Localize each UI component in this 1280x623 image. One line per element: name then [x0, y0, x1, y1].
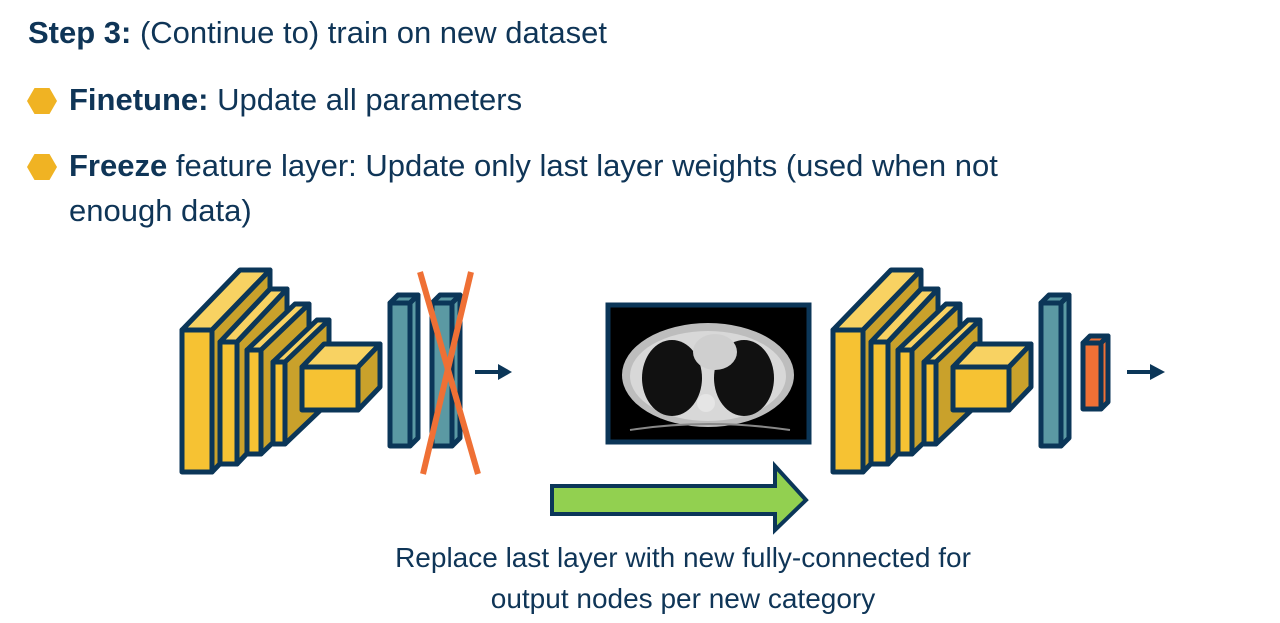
- pooled-features-front: [950, 364, 1012, 413]
- conv-layer-front: [830, 327, 866, 475]
- conv-layer-front: [895, 347, 915, 457]
- pooled-features: [299, 341, 383, 413]
- pooled-features: [950, 341, 1034, 413]
- transfer-arrow-icon: [550, 460, 809, 535]
- bullet-freeze-continued: enough data): [69, 193, 252, 228]
- conv-layer-front: [868, 339, 891, 467]
- conv-layer-front: [270, 359, 288, 447]
- pretrained-network: [179, 267, 463, 475]
- new-network: [830, 267, 1111, 475]
- conv-layer-front: [179, 327, 215, 475]
- fully-connected-layer-front: [387, 300, 413, 449]
- bullet-text: Update all parameters: [208, 82, 523, 117]
- conv-layer-front: [244, 347, 264, 457]
- new-output-layer-front: [1080, 340, 1104, 412]
- fully-connected-layer-front: [1038, 300, 1064, 449]
- crossed-out-layer-x: [417, 271, 481, 475]
- bullet-finetune: Finetune: Update all parameters: [69, 82, 522, 118]
- output-arrow-icon: [475, 364, 512, 380]
- bullet-bold: Finetune:: [69, 82, 209, 117]
- new-output-layer: [1080, 333, 1111, 412]
- fully-connected-layer: [1038, 292, 1072, 449]
- title-rest: (Continue to) train on new dataset: [131, 15, 607, 50]
- ct-scan-image: [605, 302, 812, 445]
- bullet-hexagon-icon: [27, 88, 57, 114]
- caption-line-1: Replace last layer with new fully-connec…: [395, 542, 971, 573]
- bullet-bold: Freeze: [69, 148, 168, 183]
- bullet-freeze: Freeze feature layer: Update only last l…: [69, 148, 998, 184]
- bullet-text: feature layer: Update only last layer we…: [167, 148, 998, 183]
- conv-layer-front: [217, 339, 240, 467]
- output-arrow-icon: [1127, 364, 1165, 380]
- title-bold: Step 3:: [28, 15, 132, 50]
- pooled-features-front: [299, 364, 361, 413]
- conv-layer-front: [921, 359, 939, 447]
- fully-connected-layer: [387, 292, 421, 449]
- slide-title: Step 3: (Continue to) train on new datas…: [28, 15, 607, 51]
- cross-line: [420, 271, 474, 475]
- caption-line-2: output nodes per new category: [490, 583, 876, 614]
